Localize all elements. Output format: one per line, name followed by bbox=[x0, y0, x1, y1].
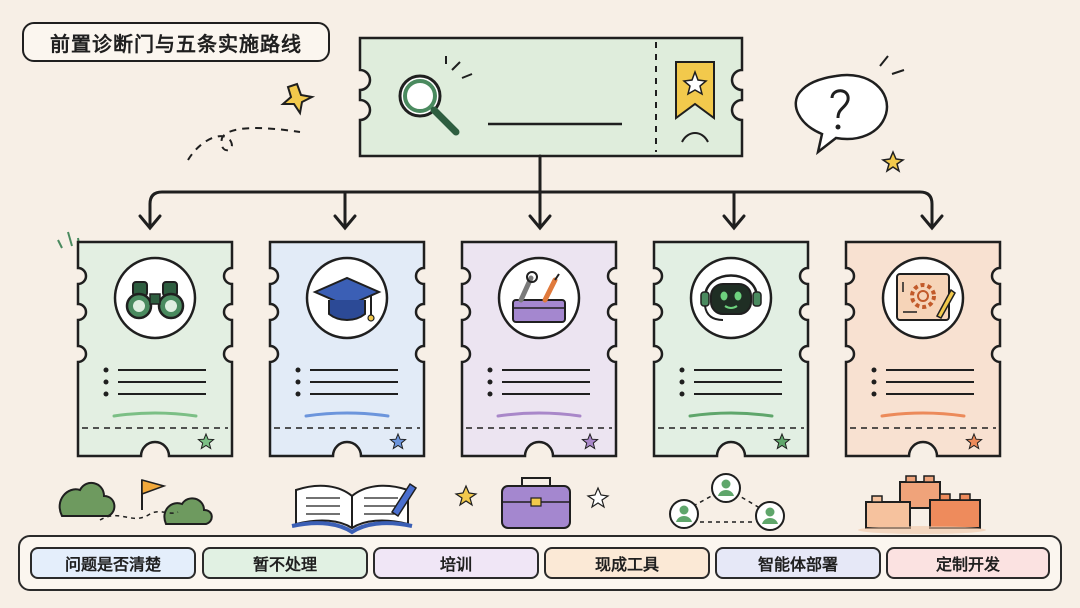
user-network-icon bbox=[669, 473, 785, 531]
blueprint-gear-icon bbox=[896, 273, 956, 321]
tag-agent-deploy[interactable]: 智能体部署 bbox=[715, 547, 881, 579]
route-card bbox=[76, 240, 234, 458]
route-tags-bar: 问题是否清楚 暂不处理 培训 现成工具 智能体部署 定制开发 bbox=[18, 535, 1062, 591]
toolbox-icon bbox=[512, 271, 566, 323]
building-blocks-icon bbox=[858, 475, 986, 534]
star-icon bbox=[773, 432, 791, 450]
tag-label: 智能体部署 bbox=[757, 555, 838, 574]
route-card bbox=[460, 240, 618, 458]
diagnostic-gate-card bbox=[358, 36, 744, 158]
graduation-cap-icon bbox=[312, 276, 382, 322]
briefcase-icon bbox=[454, 477, 610, 529]
tag-problem-clear[interactable]: 问题是否清楚 bbox=[30, 547, 196, 579]
robot-headset-icon bbox=[700, 274, 762, 321]
sparkle-lines bbox=[57, 231, 81, 251]
route-card bbox=[844, 240, 1002, 458]
bushes-flag-icon bbox=[58, 479, 213, 525]
connector-tree bbox=[138, 154, 944, 231]
tag-ready-tools[interactable]: 现成工具 bbox=[544, 547, 710, 579]
tag-no-action[interactable]: 暂不处理 bbox=[202, 547, 368, 579]
route-card bbox=[268, 240, 426, 458]
binoculars-icon bbox=[125, 281, 185, 320]
page-title: 前置诊断门与五条实施路线 bbox=[50, 31, 302, 56]
title-box: 前置诊断门与五条实施路线 bbox=[22, 22, 330, 62]
star-icon bbox=[197, 432, 215, 450]
star-icon bbox=[581, 432, 599, 450]
star-icon bbox=[965, 432, 983, 450]
route-card bbox=[652, 240, 810, 458]
tag-custom-dev[interactable]: 定制开发 bbox=[886, 547, 1050, 579]
dashed-swirl bbox=[187, 127, 301, 161]
question-bubble-icon bbox=[794, 55, 906, 173]
star-icon bbox=[389, 432, 407, 450]
tag-label: 问题是否清楚 bbox=[64, 555, 161, 574]
tag-label: 暂不处理 bbox=[252, 555, 317, 574]
tag-training[interactable]: 培训 bbox=[373, 547, 539, 579]
tag-label: 培训 bbox=[439, 555, 472, 574]
magnifier-icon bbox=[398, 56, 473, 136]
tag-label: 定制开发 bbox=[935, 555, 1000, 574]
open-book-icon bbox=[291, 482, 418, 535]
bookmark-star-icon bbox=[675, 61, 715, 143]
sparkle-star-icon bbox=[280, 82, 316, 116]
tag-label: 现成工具 bbox=[594, 555, 659, 574]
route-cards bbox=[76, 240, 1002, 458]
